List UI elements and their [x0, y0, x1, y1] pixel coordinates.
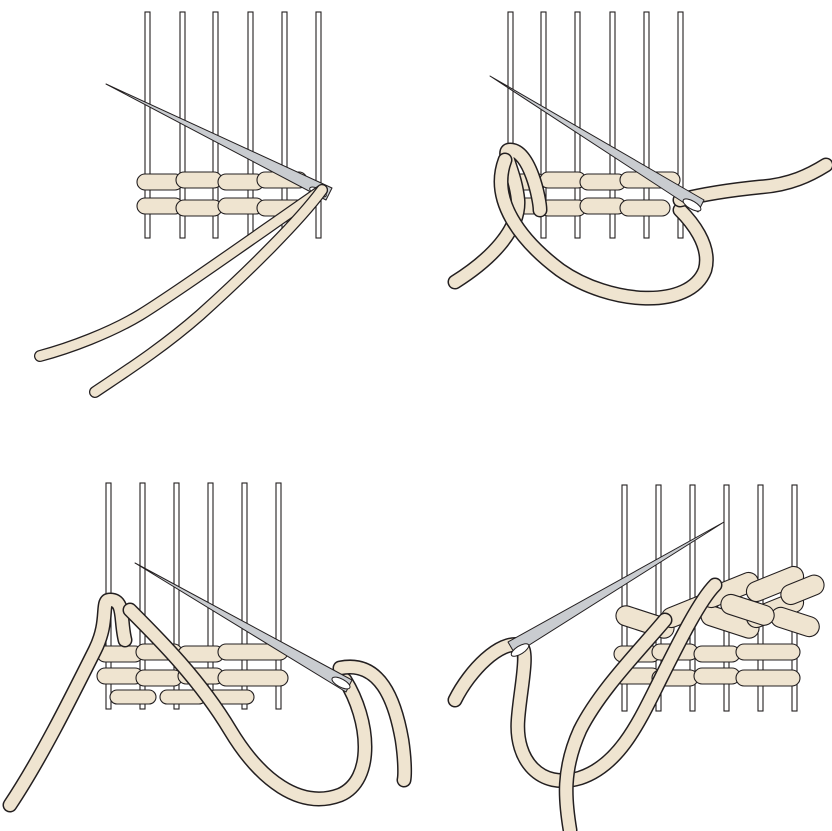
soumak-wraps: [613, 563, 827, 640]
yarn-strands: [10, 600, 405, 805]
panel-step-3: [10, 483, 405, 805]
panel-step-1: [40, 12, 332, 392]
panel-step-4: [455, 485, 827, 830]
panel-step-2: [455, 12, 826, 298]
